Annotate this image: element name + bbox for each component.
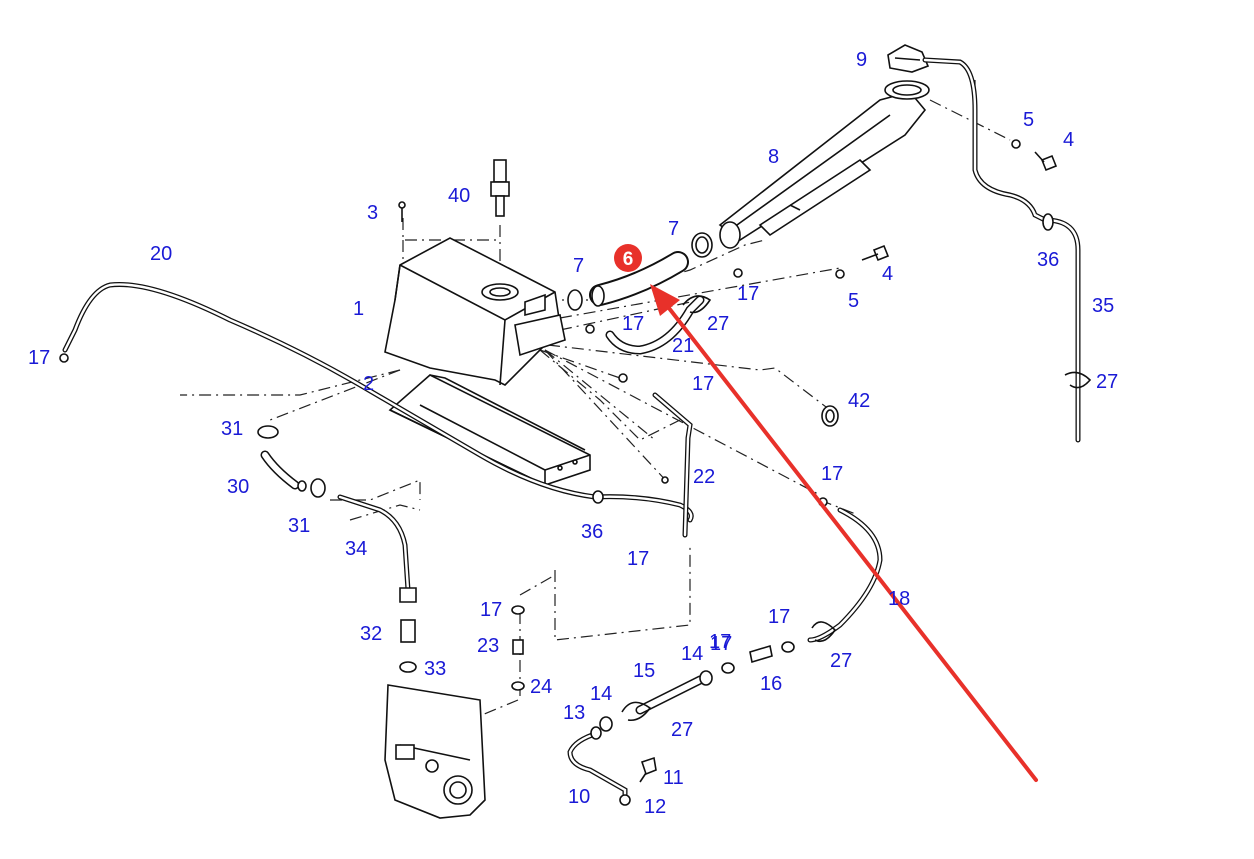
hose-clamps — [567, 232, 713, 311]
part-label: 14 — [590, 683, 612, 705]
part-label: 30 — [227, 476, 249, 498]
part-label: 36 — [1037, 249, 1059, 271]
part-label: 15 — [633, 660, 655, 682]
part-label: 27 — [830, 650, 852, 672]
part-label: 17 — [622, 313, 644, 335]
part-label: 24 — [530, 676, 552, 698]
fuel-tank — [384, 237, 566, 386]
part-label: 5 — [848, 290, 859, 312]
part-label: 2 — [363, 373, 374, 395]
fuel-level-sender — [490, 159, 510, 217]
bolt-11 — [639, 756, 657, 783]
part-label: 32 — [360, 623, 382, 645]
part-label: 12 — [644, 796, 666, 818]
part-label: 35 — [1092, 295, 1114, 317]
part-label: 3 — [367, 202, 378, 224]
part-label: 23 — [477, 635, 499, 657]
filler-cap — [887, 44, 930, 73]
part-label: 27 — [707, 313, 729, 335]
fuel-line-10 — [567, 730, 631, 806]
fittings-23-24 — [511, 605, 525, 691]
part-label: 5 — [1023, 109, 1034, 131]
part-label: 17 — [737, 283, 759, 305]
pipe-34 — [337, 494, 417, 603]
hose-30 — [257, 425, 326, 498]
tank-tray — [388, 374, 591, 487]
part-label: 27 — [1096, 371, 1118, 393]
part-label: 7 — [573, 255, 584, 277]
part-label: 17 — [768, 606, 790, 628]
part-label: 10 — [568, 786, 590, 808]
return-hose-21 — [605, 295, 712, 355]
part-label: 21 — [672, 335, 694, 357]
part-label: 22 — [693, 466, 715, 488]
part-labels: 9 5 4 8 7 7 36 4 17 5 35 3 40 20 1 17 27… — [28, 49, 1118, 818]
pump-housing — [384, 684, 486, 819]
part-label: 27 — [671, 719, 693, 741]
part-label: 4 — [882, 263, 893, 285]
part-label: 33 — [424, 658, 446, 680]
part-label: 17 — [627, 548, 649, 570]
hose-18 — [807, 507, 883, 643]
fittings-32-33 — [399, 619, 417, 673]
part-label: 17 — [480, 599, 502, 621]
part-label: 40 — [448, 185, 470, 207]
part-label: 4 — [1063, 129, 1074, 151]
filler-neck — [718, 80, 930, 249]
leader-lines — [180, 80, 1011, 721]
part-label: 13 — [563, 702, 585, 724]
part-label: 34 — [345, 538, 367, 560]
part-label: 7 — [668, 218, 679, 240]
screw-3 — [398, 201, 406, 222]
part-label: 16 — [760, 673, 782, 695]
part-label: 8 — [768, 146, 779, 168]
part-label: 14 — [681, 643, 703, 665]
part-label: 17 — [692, 373, 714, 395]
part-label: 17 — [710, 633, 732, 655]
part-label: 11 — [663, 767, 684, 789]
highlight-arrow — [650, 284, 1038, 782]
filler-hose — [589, 251, 689, 307]
part-label: 42 — [848, 390, 870, 412]
part-label: 17 — [28, 347, 50, 369]
hardware — [59, 139, 1058, 507]
pipe-22 — [652, 392, 693, 538]
part-label: 20 — [150, 243, 172, 265]
part-label: 17 — [709, 631, 731, 653]
part-label: 18 — [888, 588, 910, 610]
part-label: 9 — [856, 49, 867, 71]
part-label: 1 — [353, 298, 364, 320]
fuel-line-20 — [62, 281, 694, 523]
part-label: 31 — [288, 515, 310, 537]
hose-15 — [590, 641, 795, 740]
highlight-badge-label: 6 — [623, 249, 634, 270]
part-label: 36 — [581, 521, 603, 543]
highlight-badge: 6 — [614, 244, 642, 272]
breather-hose — [922, 57, 1092, 443]
part-label: 17 — [821, 463, 843, 485]
part-label: 31 — [221, 418, 243, 440]
